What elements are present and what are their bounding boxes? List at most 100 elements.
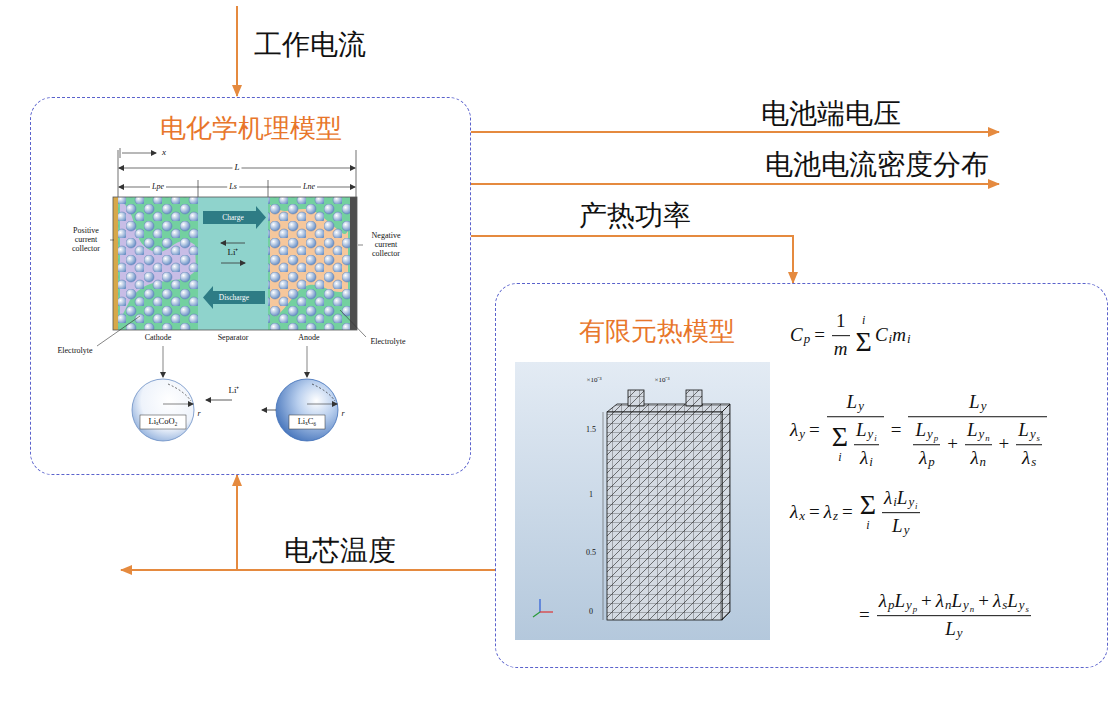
part-label: Cathode	[145, 334, 172, 343]
cell-cross-section	[221, 243, 245, 244]
fraction-numerator: Lyi	[854, 419, 879, 445]
fraction-numerator: 1	[832, 310, 850, 336]
formula-symbol: y	[981, 400, 987, 415]
mesh-render	[533, 612, 540, 617]
cell-cross-section	[113, 197, 357, 330]
formula-symbol: n	[945, 599, 951, 614]
formula-symbol: L	[1018, 419, 1029, 441]
cell-cross-section	[198, 197, 268, 330]
part-label: Electrolyte	[370, 338, 405, 347]
formula-symbol: i	[893, 496, 897, 511]
formula-symbol: y	[906, 599, 912, 614]
formula-symbol: λ	[884, 487, 892, 509]
signal-arrow	[236, 6, 238, 96]
subscript: s	[1002, 599, 1007, 614]
formula-symbol: L	[915, 419, 926, 441]
cell-cross-section	[118, 197, 198, 330]
formula-symbol: y	[1030, 427, 1036, 442]
fraction: LyΣiLyiλi	[827, 391, 884, 469]
subscript: yn	[978, 427, 989, 442]
fraction-denominator: ΣiLyiλi	[827, 417, 884, 469]
particle-sphere	[132, 379, 194, 441]
formula-symbol: λ	[936, 590, 944, 612]
model-box: 电化学机理模型	[30, 97, 471, 475]
subscript: y	[981, 400, 987, 415]
part-label: Electrolyte	[57, 347, 92, 356]
summation: Σi	[860, 491, 876, 533]
subscript: s	[1037, 433, 1040, 443]
axis-scale: ×10⁻³	[654, 377, 669, 385]
subscript: x	[799, 509, 805, 524]
subscript: yp	[927, 427, 938, 442]
formula-symbol: L	[969, 391, 980, 413]
formula-symbol: L	[945, 618, 956, 640]
subscript: p	[928, 455, 934, 470]
formula-symbol: +	[921, 590, 932, 612]
formula-symbol: p	[934, 433, 938, 443]
formula-symbol: L	[856, 419, 867, 441]
formula-symbol: i	[907, 332, 911, 347]
edge-label: 电芯温度	[282, 536, 398, 565]
formula: λy=LyΣiLyiλi=LyLypλp+Lynλn+Lysλs	[790, 391, 1050, 469]
formula-symbol: i	[866, 519, 869, 533]
formula-symbol: y	[978, 427, 984, 442]
formula-symbol: λ	[879, 590, 887, 612]
process-label: Discharge	[219, 293, 249, 301]
formula-symbol: y	[963, 599, 969, 614]
subscript: s	[1026, 604, 1029, 614]
fraction-numerator: Lys	[1016, 419, 1042, 445]
formula-symbol: +	[978, 590, 989, 612]
formula-symbol: L	[1007, 590, 1018, 612]
formula-symbol: i	[869, 455, 873, 470]
dimension-lines	[268, 180, 269, 197]
particle-sphere	[289, 415, 325, 429]
formula-symbol: z	[833, 509, 838, 524]
cell-cross-section	[113, 197, 357, 330]
formula-symbol: λ	[970, 447, 978, 469]
dimension-lines	[118, 148, 356, 197]
formula-symbol: L	[952, 590, 963, 612]
axis-tick: 0	[589, 608, 593, 617]
flow-arrow	[471, 236, 793, 283]
subscript: y	[858, 400, 864, 415]
formula-symbol: s	[1031, 455, 1036, 470]
axis-tick: 0.5	[586, 549, 596, 558]
subscript: z	[833, 509, 838, 524]
formula-symbol: n	[970, 604, 974, 614]
particle-sphere	[262, 410, 276, 411]
cell-cross-section	[268, 197, 350, 330]
mesh-render	[539, 599, 540, 612]
subscript: p	[804, 332, 810, 347]
dimension-lines	[356, 150, 357, 197]
leader-line	[163, 346, 164, 377]
subscript: n	[945, 599, 951, 614]
mesh-render	[686, 390, 702, 406]
formula-symbol: i	[889, 332, 893, 347]
part-label: Anode	[298, 334, 319, 343]
formula-symbol: n	[980, 455, 986, 470]
mesh-render	[607, 404, 730, 412]
formula-symbol: +	[947, 433, 958, 455]
axis-label: r	[197, 410, 200, 419]
leader-line	[358, 245, 363, 246]
subscript: y	[904, 523, 910, 538]
formula-symbol: +	[999, 433, 1010, 455]
subscript: yi	[868, 427, 877, 442]
fraction: LyLypλp+Lynλn+Lysλs	[908, 391, 1047, 469]
formula-symbol: m	[834, 338, 848, 360]
mesh-render	[607, 412, 722, 620]
fraction: λiLyiLy	[882, 487, 920, 537]
dimension-lines	[118, 150, 119, 197]
part-label: Negative current collector	[364, 232, 408, 258]
fraction-denominator: λi	[858, 445, 875, 469]
formula-symbol: y	[957, 626, 963, 641]
fraction-denominator: λn	[968, 445, 988, 469]
formula-symbol: C	[790, 324, 803, 346]
subscript: i	[869, 455, 873, 470]
formula-symbol: =	[814, 324, 825, 346]
particle-sphere	[140, 415, 186, 429]
particle-sphere	[132, 379, 338, 441]
fraction-denominator: Lypλp+Lynλn+Lysλs	[908, 417, 1047, 469]
axis-label: r	[341, 410, 344, 419]
formula-symbol: =	[891, 419, 902, 441]
